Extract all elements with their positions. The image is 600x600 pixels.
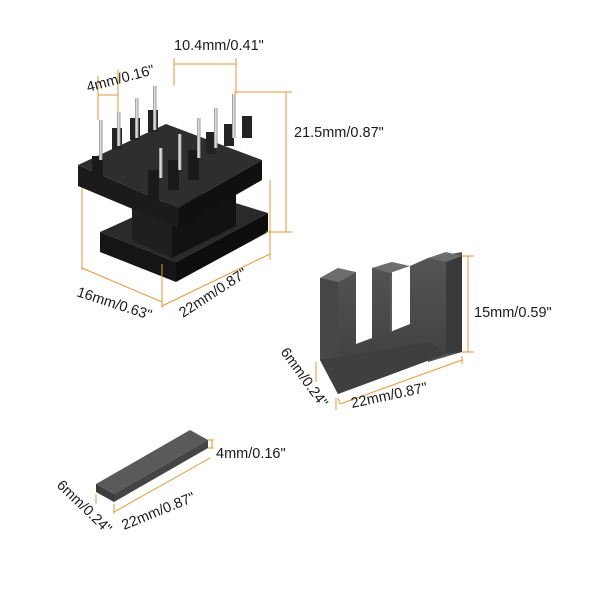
i-bar-width-label: 22mm/0.87": [120, 490, 198, 534]
bobbin-depth-label: 16mm/0.63": [75, 285, 154, 324]
bobbin-top-rail-front: [78, 165, 178, 228]
pin-pitch-label: 4mm/0.16": [85, 62, 156, 95]
bobbin-base-side: [176, 213, 268, 282]
pin-span-label: 10.4mm/0.41": [174, 38, 264, 54]
i-bar-height-label: 4mm/0.16": [216, 446, 286, 462]
bobbin: [78, 86, 268, 282]
bobbin-top-rail-side: [178, 160, 262, 228]
e-core-height-label: 15mm/0.59": [474, 305, 552, 321]
dimension-lines: [81, 58, 474, 514]
i-bar: [96, 430, 208, 502]
e-core: [320, 252, 462, 394]
bobbin-pins: [99, 86, 236, 178]
bobbin-base-front: [100, 232, 176, 282]
bobbin-height-label: 21.5mm/0.87": [294, 125, 384, 141]
